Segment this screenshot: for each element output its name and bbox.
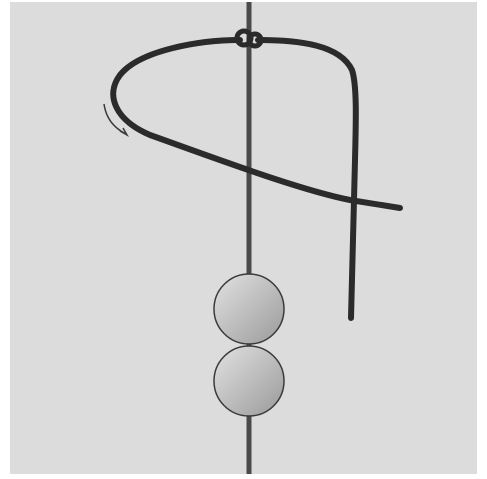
- bead-icon: [214, 346, 284, 416]
- bead-icon: [214, 274, 284, 344]
